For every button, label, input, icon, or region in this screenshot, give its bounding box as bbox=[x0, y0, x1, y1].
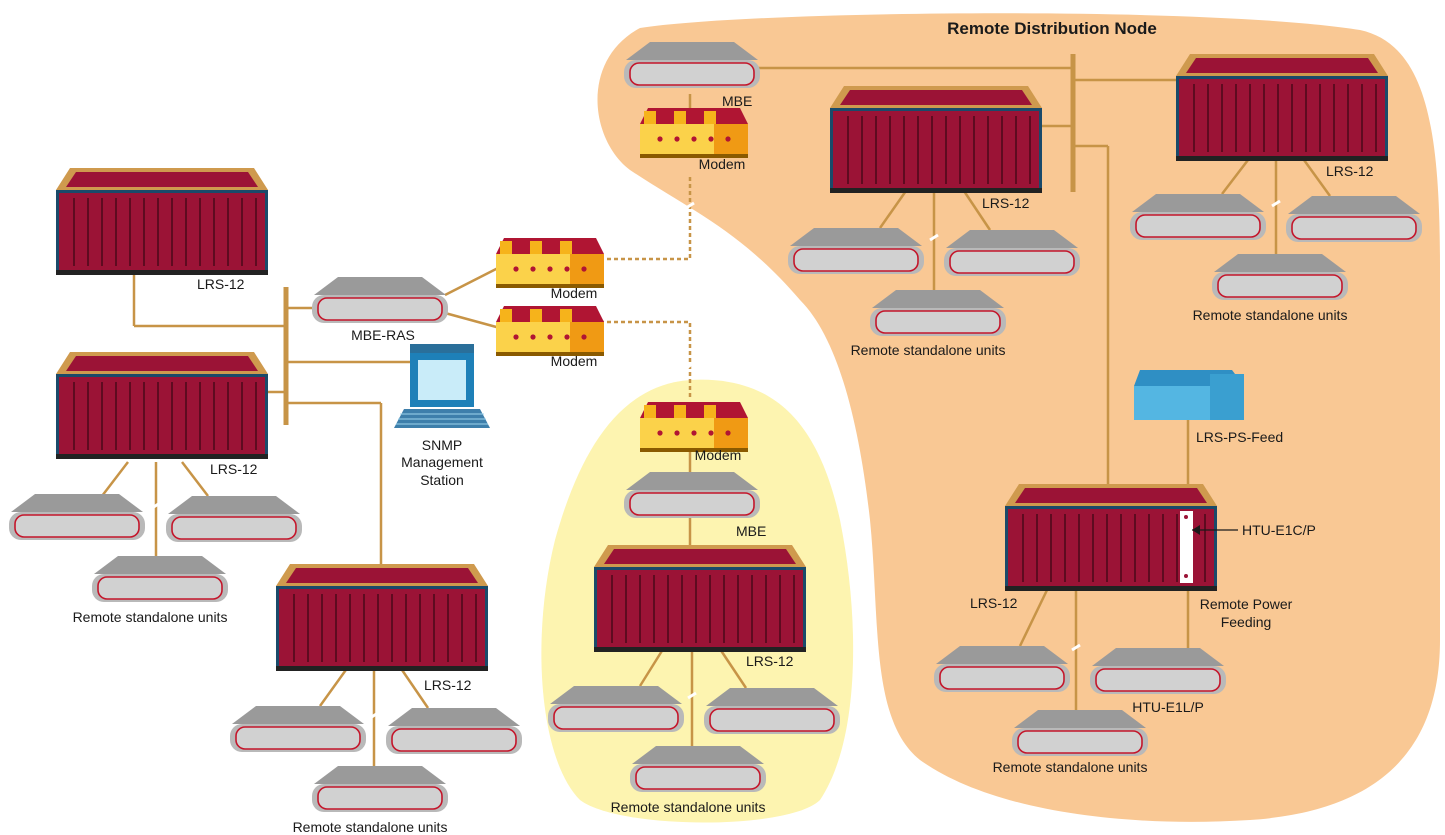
mbe-label: MBE bbox=[736, 523, 766, 539]
standalone-unit bbox=[311, 765, 449, 813]
mbe-ras-unit bbox=[311, 276, 449, 324]
lrs-label: LRS-12 bbox=[197, 276, 245, 292]
lrs-label: LRS-12 bbox=[970, 595, 1018, 611]
modem bbox=[640, 402, 748, 452]
standalone-units-label: Remote standalone units bbox=[73, 609, 228, 625]
modem-label: Modem bbox=[551, 285, 598, 301]
standalone-unit bbox=[385, 707, 523, 755]
standalone-unit bbox=[1211, 253, 1349, 301]
standalone-unit bbox=[943, 229, 1081, 277]
lrs-rack bbox=[594, 545, 806, 652]
lrs-rack bbox=[56, 352, 268, 459]
lrs-rack bbox=[1176, 54, 1388, 161]
snmp-label: SNMP bbox=[422, 437, 462, 453]
lrs-label: LRS-12 bbox=[210, 461, 258, 477]
standalone-units-label: Remote standalone units bbox=[293, 819, 448, 835]
modem bbox=[496, 238, 604, 288]
modem-label: Modem bbox=[699, 156, 746, 172]
lrs-label: LRS-12 bbox=[746, 653, 794, 669]
link-breaks bbox=[151, 199, 1281, 720]
standalone-units-label: Remote standalone units bbox=[1193, 307, 1348, 323]
snmp-workstation-icon bbox=[394, 344, 490, 428]
snmp-label: Station bbox=[420, 472, 464, 488]
standalone-units-label: Remote standalone units bbox=[611, 799, 766, 815]
lrs-ps-feed-icon bbox=[1134, 370, 1244, 420]
lrs-label: LRS-12 bbox=[1326, 163, 1374, 179]
snmp-label: Management bbox=[401, 454, 483, 470]
standalone-unit bbox=[547, 685, 685, 733]
mbe-unit bbox=[623, 41, 761, 89]
mbe-ras-label: MBE-RAS bbox=[351, 327, 415, 343]
htu-e1c-label: HTU-E1C/P bbox=[1242, 522, 1316, 538]
standalone-unit bbox=[91, 555, 229, 603]
standalone-units-label: Remote standalone units bbox=[851, 342, 1006, 358]
remote-power-feeding-label: Remote Power bbox=[1200, 596, 1293, 612]
standalone-unit bbox=[8, 493, 146, 541]
standalone-unit bbox=[1129, 193, 1267, 241]
standalone-unit bbox=[933, 645, 1071, 693]
modem-label: Modem bbox=[695, 447, 742, 463]
modem bbox=[640, 108, 748, 158]
remote-power-feeding-label: Feeding bbox=[1221, 614, 1272, 630]
standalone-unit bbox=[703, 687, 841, 735]
standalone-unit bbox=[869, 289, 1007, 337]
modem-label: Modem bbox=[551, 353, 598, 369]
lrs-label: LRS-12 bbox=[982, 195, 1030, 211]
lrs-rack bbox=[56, 168, 268, 275]
standalone-unit bbox=[229, 705, 367, 753]
lrs-rack bbox=[276, 564, 488, 671]
htu-e1c-arrow bbox=[1192, 525, 1238, 535]
standalone-unit bbox=[1089, 647, 1227, 695]
mbe-label: MBE bbox=[722, 93, 752, 109]
ps-feed-label: LRS-PS-Feed bbox=[1196, 429, 1283, 445]
htu-e1l-label: HTU-E1L/P bbox=[1132, 699, 1204, 715]
links bbox=[101, 54, 1332, 766]
node-title: Remote Distribution Node bbox=[947, 19, 1157, 38]
mbe-unit bbox=[623, 471, 761, 519]
modem bbox=[496, 306, 604, 356]
standalone-unit bbox=[1285, 195, 1423, 243]
htu-e1c-card bbox=[1180, 511, 1193, 583]
standalone-unit bbox=[1011, 709, 1149, 757]
standalone-unit bbox=[787, 227, 925, 275]
lrs-label: LRS-12 bbox=[424, 677, 472, 693]
standalone-unit bbox=[165, 495, 303, 543]
standalone-units-label: Remote standalone units bbox=[993, 759, 1148, 775]
standalone-unit bbox=[629, 745, 767, 793]
lrs-rack bbox=[830, 86, 1042, 193]
